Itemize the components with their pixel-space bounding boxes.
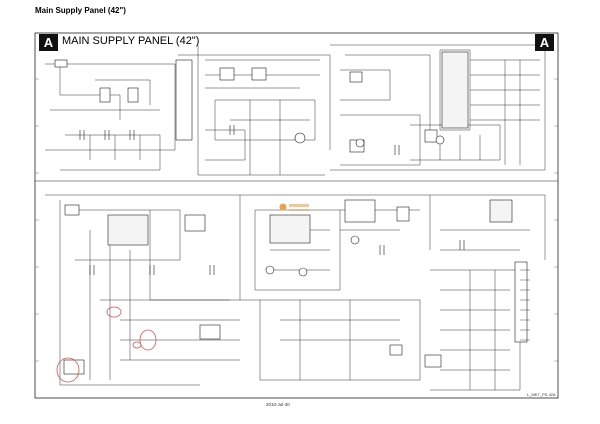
schematic-border [34,32,559,399]
grid-ticks [35,78,558,362]
lower-components [63,199,528,375]
section-letter-right: A [535,34,554,51]
upper-wiring [45,44,546,176]
footer-date: 2010-Jul-30 [266,402,290,407]
footer-code: L_MKT_PS 42A [527,392,556,397]
watermark-logo [279,203,309,211]
page-title: Main Supply Panel (42") [35,6,126,15]
lower-capacitors [89,240,465,275]
connector-pins [520,269,530,341]
upper-capacitors [79,125,400,155]
section-letter-left: A [39,34,58,51]
highlight-marks [56,306,157,383]
panel-title: MAIN SUPPLY PANEL (42") [62,35,200,47]
upper-components [54,51,469,153]
